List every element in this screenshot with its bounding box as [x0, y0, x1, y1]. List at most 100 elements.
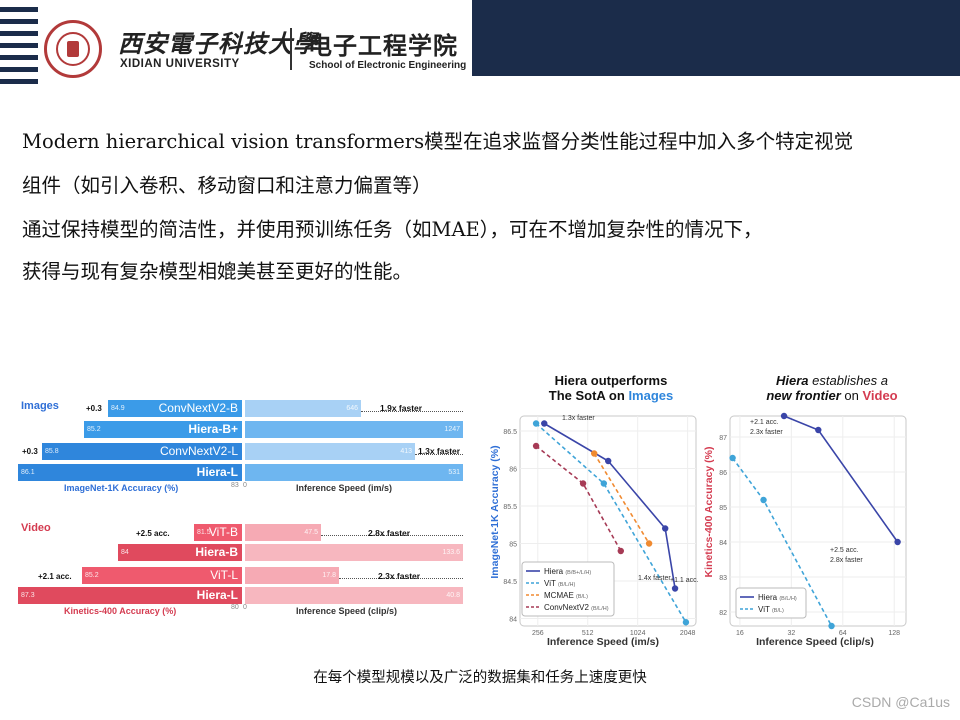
csdn-watermark: CSDN @Ca1us — [851, 694, 950, 710]
speedup-label: 1.9x faster — [380, 403, 423, 413]
header-divider — [290, 28, 292, 70]
y-axis-label: ImageNet-1K Accuracy (%) — [489, 445, 501, 578]
speed-gap-dots — [321, 535, 463, 536]
slide-header: 西安電子科技大學 XIDIAN UNIVERSITY 电子工程学院 School… — [0, 0, 960, 88]
speed-bar-hiera-b: 133.6 — [245, 544, 463, 561]
y-tick-label: 84 — [509, 617, 517, 624]
data-point-vit — [729, 454, 736, 462]
y-axis-label: Kinetics-400 Accuracy (%) — [703, 447, 715, 578]
body-line-4: 获得与现有复杂模型相媲美甚至更好的性能。 — [22, 260, 413, 283]
video-speed-axis-label: Inference Speed (clip/s) — [296, 606, 398, 616]
data-point-convnextv2 — [579, 480, 587, 487]
speed-value: 47.5 — [304, 529, 318, 536]
axis-tick: 83 — [231, 482, 239, 489]
x-tick-label: 128 — [888, 630, 900, 637]
speed-value: 17.8 — [322, 572, 336, 579]
data-point-hiera — [671, 585, 679, 592]
images-plot-title: Hiera outperforms The SotA on Images — [548, 373, 674, 403]
bar-convnextv2-b: 84.9 ConvNextV2-B — [108, 400, 242, 417]
plot-legend — [735, 587, 807, 619]
speed-value: 531 — [448, 469, 460, 476]
legend-entry: Hiera (B/B+/L/H) — [544, 567, 591, 576]
speed-bar-hiera-l: 531 — [245, 464, 463, 481]
y-tick-label: 86 — [719, 470, 727, 477]
legend-entry: ViT (B/L/H) — [544, 579, 576, 588]
bar-value: 87.3 — [21, 592, 35, 599]
plot-annotation: +1.1 acc. — [670, 577, 699, 584]
annotation: +2.5 acc. — [136, 529, 170, 538]
x-axis-label: Inference Speed (im/s) — [547, 636, 659, 648]
speed-gap-dots — [339, 578, 463, 579]
plot-annotation: 2.8x faster — [830, 557, 863, 564]
bar-label: ConvNextV2-L — [159, 444, 238, 458]
x-axis-label: Inference Speed (clip/s) — [756, 636, 874, 648]
images-section-title: Images — [21, 400, 59, 412]
legend-entry: ViT (B/L) — [758, 605, 784, 614]
axis-tick: 0 — [243, 604, 247, 611]
speed-value: 1247 — [444, 426, 460, 433]
speed-bar-hiera-b-plus: 1247 — [245, 421, 463, 438]
y-tick-label: 85 — [509, 542, 517, 549]
x-tick-label: 2048 — [680, 630, 696, 637]
x-tick-label: 512 — [582, 630, 594, 637]
y-tick-label: 87 — [719, 435, 727, 442]
university-seal-logo — [44, 20, 102, 78]
header-stripes — [0, 0, 38, 88]
body-line-1: Modern hierarchical vision transformers模… — [22, 130, 854, 153]
data-point-hiera — [780, 412, 788, 420]
speed-value: 413 — [400, 448, 412, 455]
bar-value: 84.9 — [111, 405, 125, 412]
images-accuracy-axis-label: ImageNet-1K Accuracy (%) — [64, 483, 179, 493]
data-point-vit — [532, 420, 540, 427]
university-name-en: XIDIAN UNIVERSITY — [120, 58, 240, 70]
x-tick-label: 64 — [839, 630, 847, 637]
data-point-hiera — [541, 420, 548, 427]
plot-annotation: 1.3x faster — [562, 415, 595, 422]
speed-bar-vit-l: 17.8 — [245, 567, 339, 584]
speed-value: 133.6 — [442, 549, 460, 556]
bar-value: 84 — [121, 549, 129, 556]
legend-entry: ConvNextV2 (B/L/H) — [544, 603, 609, 612]
legend-entry: MCMAE (B/L) — [544, 591, 588, 600]
y-tick-label: 85.5 — [503, 504, 517, 511]
y-tick-label: 84.5 — [503, 579, 517, 586]
data-point-vit — [682, 619, 690, 626]
y-tick-label: 84 — [719, 540, 727, 547]
annotation: +0.3 — [86, 404, 102, 413]
plot-annotation: +2.1 acc. — [750, 419, 779, 426]
bar-label: ViT-B — [208, 525, 238, 539]
plot-annotation: 2.3x faster — [750, 429, 783, 436]
bar-vit-l: 85.2 ViT-L — [82, 567, 242, 584]
annotation: +0.3 — [22, 447, 38, 456]
data-point-vit — [600, 480, 608, 487]
school-name-en: School of Electronic Engineering — [309, 60, 467, 71]
x-tick-label: 1024 — [630, 630, 646, 637]
bar-label: Hiera-L — [196, 465, 238, 479]
bar-label: ViT-L — [210, 568, 238, 582]
axis-tick: 0 — [243, 482, 247, 489]
bar-value: 85.8 — [45, 448, 59, 455]
x-tick-label: 16 — [736, 630, 744, 637]
speedup-label: 1.3x faster — [418, 446, 461, 456]
speed-bar-hiera-l-video: 40.8 — [245, 587, 463, 604]
axis-tick: 80 — [231, 604, 239, 611]
bar-hiera-l-video: 87.3 Hiera-L — [18, 587, 242, 604]
legend-entry: Hiera (B/L/H) — [758, 593, 797, 602]
data-point-convnextv2 — [617, 547, 624, 555]
bar-hiera-b-plus: 85.2 Hiera-B+ — [84, 421, 242, 438]
bar-label: ConvNextV2-B — [158, 401, 238, 415]
annotation: +2.1 acc. — [38, 572, 72, 581]
school-name-cn: 电子工程学院 — [308, 33, 458, 60]
speedup-label: 2.3x faster — [378, 571, 421, 581]
y-tick-label: 83 — [719, 575, 727, 582]
bar-value: 86.1 — [21, 469, 35, 476]
bar-label: Hiera-B — [195, 545, 238, 559]
plot-frame — [729, 415, 907, 627]
data-point-mcmae — [590, 450, 598, 457]
bar-comparison-figure: Images +0.3 84.9 ConvNextV2-B 85.2 Hiera… — [18, 384, 468, 624]
body-line-2: 组件（如引入卷积、移动窗口和注意力偏置等） — [22, 174, 432, 197]
data-point-convnextv2 — [532, 442, 540, 450]
data-point-hiera — [894, 538, 901, 546]
video-accuracy-speed-plot: Inference Speed (clip/s) Kinetics-400 Ac… — [703, 412, 907, 648]
bar-value: 85.2 — [85, 572, 99, 579]
